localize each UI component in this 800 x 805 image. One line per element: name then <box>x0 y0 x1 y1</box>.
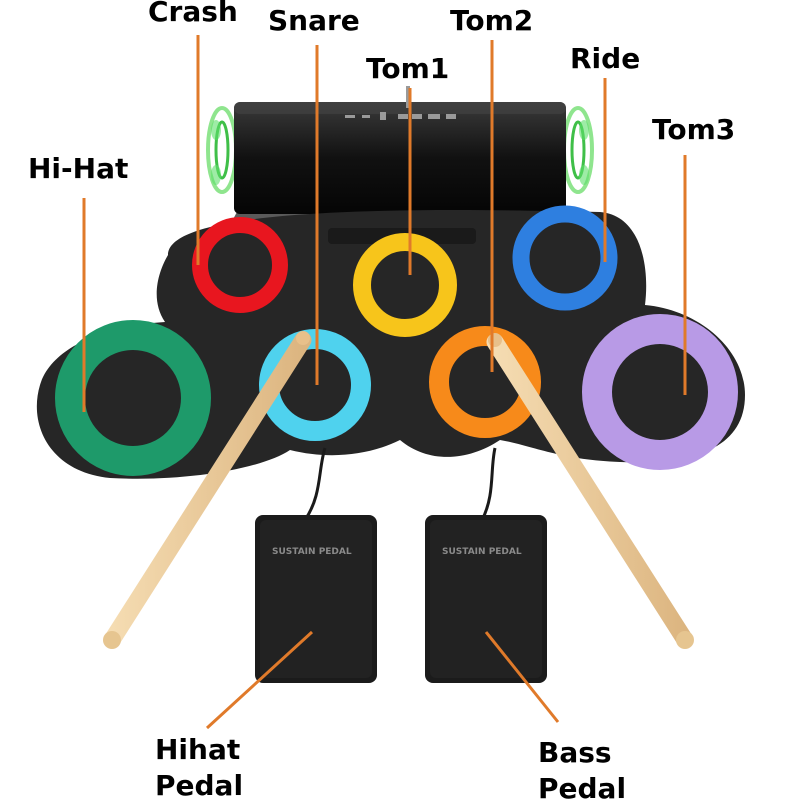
speaker-left-icon <box>206 106 238 194</box>
label-crash: Crash <box>148 0 238 28</box>
bass-pedal-print: SUSTAIN PEDAL <box>442 547 522 557</box>
leader-bass-pedal <box>484 631 560 723</box>
stick-left <box>103 331 312 649</box>
label-tom1: Tom1 <box>366 52 450 85</box>
label-hihat: Hi-Hat <box>28 152 129 185</box>
leader-hihat-pedal <box>205 630 314 730</box>
tom3-pad[interactable] <box>582 314 738 470</box>
label-hihat-pedal: Hihat Pedal <box>155 735 243 801</box>
panel-buttons <box>345 86 456 120</box>
tom1-pad[interactable] <box>353 233 457 337</box>
label-hihat-pedal-line2: Pedal <box>155 769 244 802</box>
label-bass-pedal-line1: Bass <box>538 736 612 769</box>
hihat-pedal-print: SUSTAIN PEDAL <box>272 547 352 557</box>
label-snare: Snare <box>268 4 360 37</box>
control-panel <box>230 86 570 225</box>
leader-lines <box>82 35 687 730</box>
label-bass-pedal-line2: Pedal <box>538 772 627 805</box>
label-ride: Ride <box>570 42 641 75</box>
hihat-pad[interactable] <box>55 320 211 476</box>
label-bass-pedal: Bass Pedal <box>538 738 626 804</box>
label-hihat-pedal-line1: Hihat <box>155 733 241 766</box>
label-tom2: Tom2 <box>450 4 534 37</box>
bass-pedal[interactable]: SUSTAIN PEDAL <box>425 515 547 683</box>
tom2-pad[interactable] <box>429 326 541 438</box>
speaker-right-icon <box>562 106 594 194</box>
label-tom3: Tom3 <box>652 113 736 146</box>
pedal-cables <box>303 447 497 521</box>
crash-pad[interactable] <box>192 217 288 313</box>
hihat-pedal[interactable]: SUSTAIN PEDAL <box>255 515 377 683</box>
ride-pad[interactable] <box>512 205 618 311</box>
pads <box>55 205 738 476</box>
